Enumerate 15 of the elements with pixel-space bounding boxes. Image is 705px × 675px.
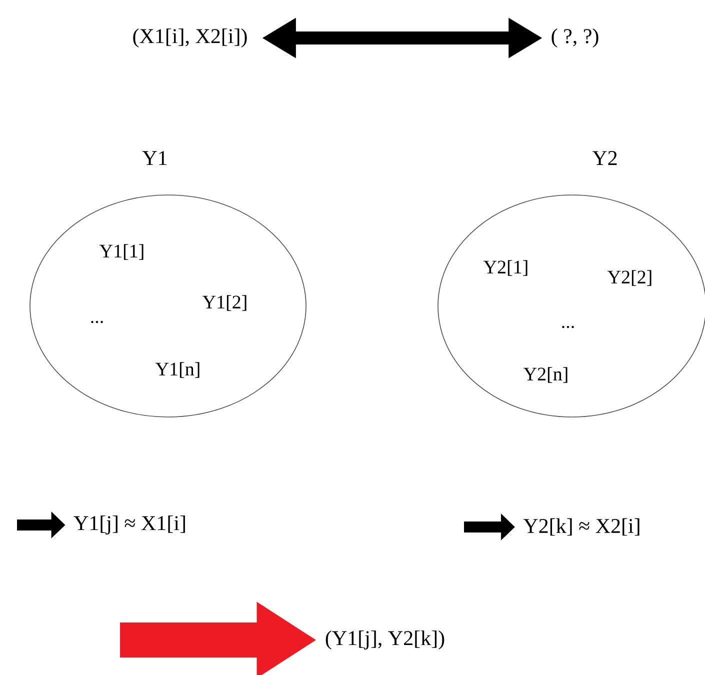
text-label: ( ?, ?) bbox=[552, 28, 598, 48]
text-label: Y1[j] ≈ X1[i] bbox=[74, 515, 185, 535]
text-label: (Y1[j], Y2[k]) bbox=[326, 630, 444, 650]
text-label: Y2[k] ≈ X2[i] bbox=[523, 518, 640, 536]
text-label: (X1[i], X2[i]) bbox=[133, 28, 247, 48]
set-heading: Y2 bbox=[592, 151, 617, 165]
element-label: Y1[n] bbox=[156, 362, 200, 378]
element-label: ... bbox=[91, 320, 103, 324]
element-label: Y2[1] bbox=[484, 260, 528, 276]
element-label: ... bbox=[562, 326, 574, 328]
set-heading: Y1 bbox=[142, 151, 167, 165]
element-label: Y1[2] bbox=[202, 295, 246, 311]
element-label: Y2[n] bbox=[524, 367, 568, 383]
element-label: Y1[1] bbox=[100, 244, 144, 260]
element-label: Y2[2] bbox=[608, 270, 652, 286]
